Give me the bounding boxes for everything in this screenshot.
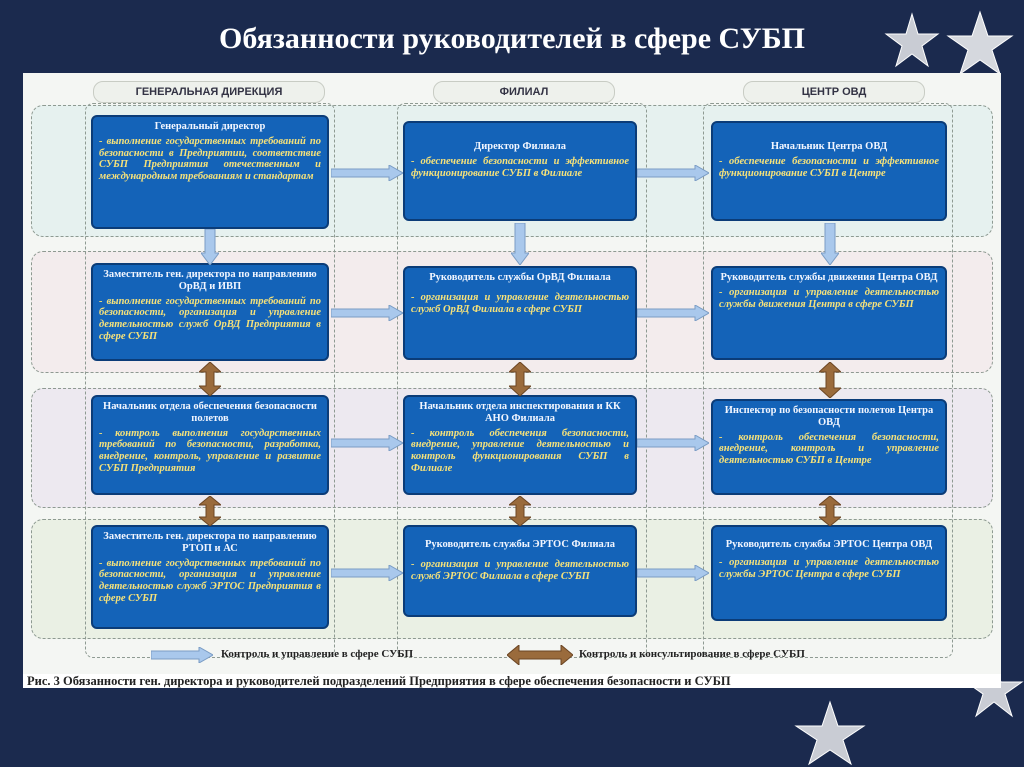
control-arrow-icon bbox=[331, 565, 403, 581]
control-arrow-icon bbox=[331, 165, 403, 181]
diagram-image: ГЕНЕРАЛЬНАЯ ДИРЕКЦИЯ ФИЛИАЛ ЦЕНТР ОВД Ге… bbox=[23, 73, 1001, 688]
control-arrow-icon bbox=[637, 435, 709, 451]
control-down-arrow-icon bbox=[821, 223, 839, 265]
control-arrow-icon bbox=[637, 305, 709, 321]
control-down-arrow-icon bbox=[201, 229, 219, 265]
box-head: Начальник отдела инспектирования и КК АН… bbox=[419, 401, 621, 424]
box-head: Заместитель ген. директора по направлени… bbox=[103, 531, 317, 554]
box-body: - организация и управление деятельностью… bbox=[411, 291, 629, 315]
box-deputy-rtop: Заместитель ген. директора по направлени… bbox=[91, 525, 329, 629]
control-arrow-icon bbox=[637, 565, 709, 581]
consult-double-arrow-icon bbox=[819, 362, 841, 398]
consult-double-arrow-icon bbox=[509, 362, 531, 396]
consult-double-arrow-icon bbox=[199, 496, 221, 526]
column-frame-ovd bbox=[703, 103, 953, 658]
figure-caption: Рис. 3 Обязанности ген. директора и руко… bbox=[23, 674, 1001, 688]
control-down-arrow-icon bbox=[511, 223, 529, 265]
column-header-gd: ГЕНЕРАЛЬНАЯ ДИРЕКЦИЯ bbox=[93, 81, 325, 103]
box-head: Директор Филиала bbox=[473, 141, 567, 152]
box-branch-ertos-head: Руководитель службы ЭРТОС Филиала - орга… bbox=[403, 525, 637, 617]
box-ovd-traffic-service-head: Руководитель службы движения Центра ОВД … bbox=[711, 266, 947, 360]
box-body: - обеспечение безопасности и эффективное… bbox=[719, 155, 939, 179]
legend-consult-arrow-icon bbox=[507, 645, 573, 665]
box-deputy-orvd: Заместитель ген. директора по направлени… bbox=[91, 263, 329, 361]
column-header-fil: ФИЛИАЛ bbox=[433, 81, 615, 103]
column-header-ovd: ЦЕНТР ОВД bbox=[743, 81, 925, 103]
consult-double-arrow-icon bbox=[819, 496, 841, 526]
box-body: - организация и управление деятельностью… bbox=[411, 558, 629, 582]
box-head: Руководитель службы ЭРТОС Центра ОВД bbox=[725, 539, 933, 550]
control-arrow-icon bbox=[331, 435, 403, 451]
box-head: Начальник отдела обеспечения безопасност… bbox=[103, 401, 317, 424]
legend-consult-label: Контроль и консультирование в сфере СУБП bbox=[579, 648, 805, 660]
box-head: Начальник Центра ОВД bbox=[770, 141, 888, 152]
box-ovd-safety-inspector: Инспектор по безопасности полетов Центра… bbox=[711, 399, 947, 495]
slide-title: Обязанности руководителей в сфере СУБП bbox=[219, 22, 805, 55]
box-ovd-center-chief: Начальник Центра ОВД - обеспечение безоп… bbox=[711, 121, 947, 221]
box-head: Руководитель службы ЭРТОС Филиала bbox=[424, 539, 616, 550]
box-head: Инспектор по безопасности полетов Центра… bbox=[724, 405, 934, 428]
box-branch-inspection-head: Начальник отдела инспектирования и КК АН… bbox=[403, 395, 637, 495]
box-body: - контроль обеспечения безопасности, вне… bbox=[411, 427, 629, 474]
box-body: - организация и управление деятельностью… bbox=[719, 556, 939, 580]
star-decoration-icon bbox=[884, 10, 1014, 76]
box-body: - контроль выполнения государственных тр… bbox=[99, 427, 321, 474]
box-ovd-ertos-head: Руководитель службы ЭРТОС Центра ОВД - о… bbox=[711, 525, 947, 621]
box-head: Руководитель службы движения Центра ОВД bbox=[720, 272, 938, 283]
box-body: - контроль обеспечения безопасности, вне… bbox=[719, 431, 939, 467]
box-safety-dept-head: Начальник отдела обеспечения безопасност… bbox=[91, 395, 329, 495]
control-arrow-icon bbox=[637, 165, 709, 181]
box-head: Заместитель ген. директора по направлени… bbox=[103, 269, 317, 292]
box-head: Генеральный директор bbox=[154, 121, 266, 132]
box-general-director: Генеральный директор - выполнение госуда… bbox=[91, 115, 329, 229]
box-body: - выполнение государственных требований … bbox=[99, 135, 321, 182]
consult-double-arrow-icon bbox=[509, 496, 531, 526]
box-body: - организация и управление деятельностью… bbox=[719, 286, 939, 310]
legend-control-arrow-icon bbox=[151, 647, 213, 663]
star-decoration-icon bbox=[794, 700, 866, 766]
box-branch-director: Директор Филиала - обеспечение безопасно… bbox=[403, 121, 637, 221]
box-body: - выполнение государственных требований … bbox=[99, 295, 321, 342]
consult-double-arrow-icon bbox=[199, 362, 221, 396]
control-arrow-icon bbox=[331, 305, 403, 321]
box-branch-orvd-head: Руководитель службы ОрВД Филиала - орган… bbox=[403, 266, 637, 360]
box-body: - обеспечение безопасности и эффективное… bbox=[411, 155, 629, 179]
box-head: Руководитель службы ОрВД Филиала bbox=[429, 272, 611, 283]
box-body: - выполнение государственных требований … bbox=[99, 557, 321, 604]
column-frame-gd bbox=[85, 103, 335, 658]
legend-control-label: Контроль и управление в сфере СУБП bbox=[221, 648, 414, 660]
